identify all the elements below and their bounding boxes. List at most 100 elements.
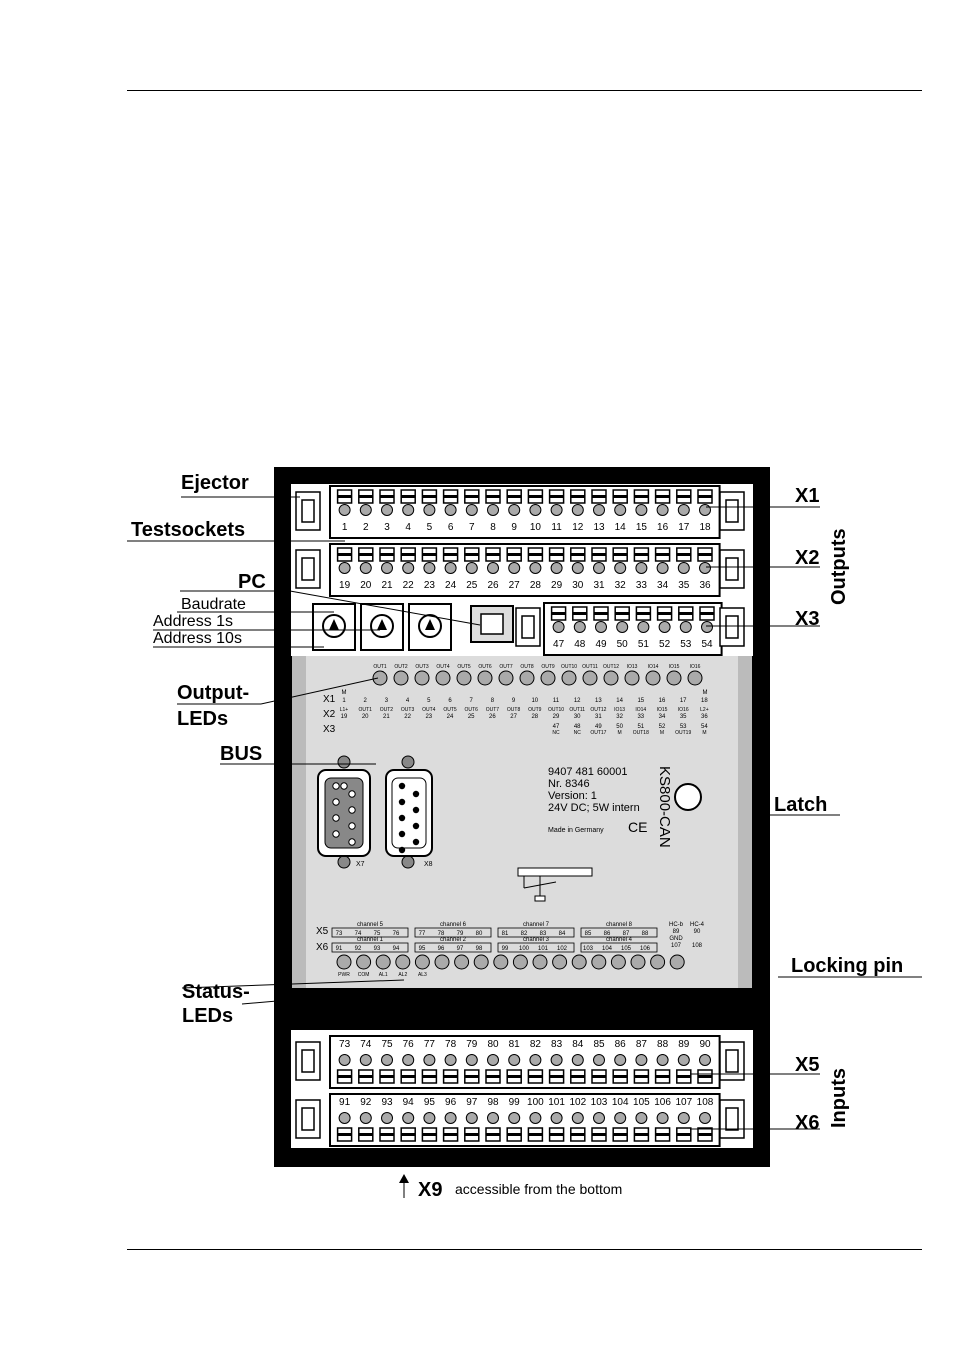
test-socket[interactable] <box>465 1054 478 1066</box>
test-socket[interactable] <box>614 1112 627 1124</box>
ejector-x2[interactable] <box>295 549 321 589</box>
test-socket[interactable] <box>529 562 542 574</box>
ejector-x1[interactable] <box>295 491 321 531</box>
pc-socket[interactable] <box>470 605 514 643</box>
ejector-x5[interactable] <box>295 1041 321 1081</box>
test-socket[interactable] <box>381 1054 393 1066</box>
test-socket[interactable] <box>573 621 586 633</box>
bracket-x1[interactable] <box>719 491 745 531</box>
test-socket[interactable] <box>571 1112 584 1124</box>
test-socket[interactable] <box>677 504 690 516</box>
test-socket[interactable] <box>614 504 627 516</box>
test-socket[interactable] <box>614 1054 627 1066</box>
test-socket[interactable] <box>423 1054 436 1066</box>
test-socket[interactable] <box>677 1112 690 1124</box>
bracket-x3[interactable] <box>719 607 745 647</box>
test-socket[interactable] <box>338 562 351 574</box>
test-socket[interactable] <box>593 1054 605 1066</box>
test-socket[interactable] <box>679 621 692 633</box>
test-socket[interactable] <box>550 562 563 574</box>
bracket-x6[interactable] <box>719 1099 745 1139</box>
test-socket[interactable] <box>699 1112 711 1124</box>
test-socket[interactable] <box>529 1112 542 1124</box>
baudrate-switch[interactable] <box>312 603 356 651</box>
test-socket[interactable] <box>699 504 711 516</box>
test-socket[interactable] <box>508 1054 521 1066</box>
test-socket[interactable] <box>635 1054 648 1066</box>
test-socket[interactable] <box>359 562 372 574</box>
test-socket[interactable] <box>593 1112 605 1124</box>
test-socket[interactable] <box>552 621 565 633</box>
test-socket[interactable] <box>338 504 351 516</box>
ejector-x6[interactable] <box>295 1099 321 1139</box>
test-socket[interactable] <box>699 562 711 574</box>
test-socket[interactable] <box>658 621 671 633</box>
test-socket[interactable] <box>487 504 499 516</box>
test-socket[interactable] <box>593 562 605 574</box>
x2-signal: OUT3 <box>401 707 415 713</box>
test-socket[interactable] <box>423 562 436 574</box>
test-socket[interactable] <box>635 1112 648 1124</box>
sub-d-pin <box>332 814 340 822</box>
test-socket[interactable] <box>508 504 521 516</box>
x1-pin-number: 16 <box>659 698 666 704</box>
test-socket[interactable] <box>699 1054 711 1066</box>
test-socket[interactable] <box>656 562 669 574</box>
sub-d-x8[interactable] <box>385 755 433 869</box>
test-socket[interactable] <box>656 1054 669 1066</box>
test-socket[interactable] <box>508 1112 521 1124</box>
test-socket[interactable] <box>571 562 584 574</box>
sub-d-x7[interactable] <box>317 755 371 869</box>
channel-extra: HC-4 <box>690 922 705 928</box>
test-socket[interactable] <box>465 504 478 516</box>
test-socket[interactable] <box>423 1112 436 1124</box>
test-socket[interactable] <box>614 562 627 574</box>
test-socket[interactable] <box>465 562 478 574</box>
test-socket[interactable] <box>444 504 457 516</box>
test-socket[interactable] <box>529 504 542 516</box>
test-socket[interactable] <box>444 562 457 574</box>
bracket-x2[interactable] <box>719 549 745 589</box>
test-socket[interactable] <box>381 1112 393 1124</box>
test-socket[interactable] <box>381 562 393 574</box>
test-socket[interactable] <box>359 504 372 516</box>
test-socket[interactable] <box>637 621 650 633</box>
test-socket[interactable] <box>656 504 669 516</box>
test-socket[interactable] <box>508 562 521 574</box>
test-socket[interactable] <box>677 562 690 574</box>
bracket-x3-left[interactable] <box>515 607 541 647</box>
test-socket[interactable] <box>595 621 607 633</box>
sub-d-pin <box>332 830 340 838</box>
test-socket[interactable] <box>677 1054 690 1066</box>
test-socket[interactable] <box>359 1112 372 1124</box>
test-socket[interactable] <box>529 1054 542 1066</box>
test-socket[interactable] <box>593 504 605 516</box>
test-socket[interactable] <box>550 1054 563 1066</box>
test-socket[interactable] <box>444 1112 457 1124</box>
address-1s-switch[interactable] <box>360 603 404 651</box>
test-socket[interactable] <box>635 562 648 574</box>
test-socket[interactable] <box>444 1054 457 1066</box>
test-socket[interactable] <box>338 1112 351 1124</box>
test-socket[interactable] <box>487 1112 499 1124</box>
test-socket[interactable] <box>465 1112 478 1124</box>
test-socket[interactable] <box>487 562 499 574</box>
test-socket[interactable] <box>616 621 629 633</box>
address-10s-switch[interactable] <box>408 603 452 651</box>
test-socket[interactable] <box>402 562 415 574</box>
test-socket[interactable] <box>550 504 563 516</box>
test-socket[interactable] <box>656 1112 669 1124</box>
test-socket[interactable] <box>487 1054 499 1066</box>
test-socket[interactable] <box>550 1112 563 1124</box>
test-socket[interactable] <box>402 1054 415 1066</box>
test-socket[interactable] <box>402 1112 415 1124</box>
test-socket[interactable] <box>423 504 436 516</box>
test-socket[interactable] <box>571 1054 584 1066</box>
test-socket[interactable] <box>402 504 415 516</box>
test-socket[interactable] <box>701 621 713 633</box>
test-socket[interactable] <box>338 1054 351 1066</box>
test-socket[interactable] <box>359 1054 372 1066</box>
test-socket[interactable] <box>571 504 584 516</box>
test-socket[interactable] <box>635 504 648 516</box>
test-socket[interactable] <box>381 504 393 516</box>
